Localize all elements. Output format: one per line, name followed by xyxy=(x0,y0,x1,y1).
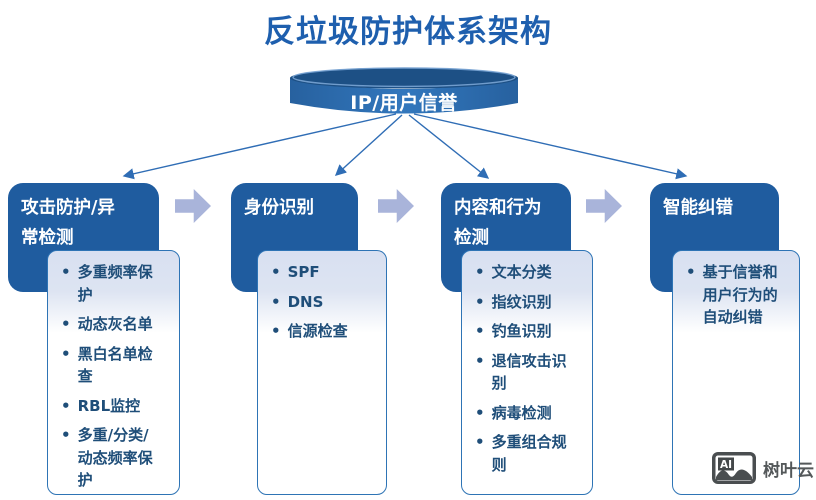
category-header: 智能纠错 xyxy=(663,198,733,218)
list-item-text: RBL监控 xyxy=(77,396,141,415)
list-item-text: 动态灰名单 xyxy=(77,315,153,333)
item-list: • SPF • DNS • 信源检查 xyxy=(271,261,378,343)
reputation-cylinder: IP/用户信誉 xyxy=(290,67,518,117)
list-item: • DNS xyxy=(271,291,378,314)
list-item: • 文本分类 xyxy=(475,261,584,284)
list-item: • 信源检查 xyxy=(271,320,378,343)
category-list-content-behavior-detection: • 文本分类 • 指纹识别 • 钓鱼识别 • 退信攻击识别 • 病毒检测 • 多重组合规则 xyxy=(461,250,593,495)
bullet-icon: • xyxy=(475,263,485,281)
connector-arrow-2 xyxy=(334,114,403,176)
bullet-icon: • xyxy=(271,292,281,311)
list-item-text: 指纹识别 xyxy=(491,292,552,311)
list-item-text: DNS xyxy=(287,292,324,311)
category-header: 内容和行为检测 xyxy=(454,198,542,249)
list-item-text: 文本分类 xyxy=(491,263,552,281)
bullet-icon: • xyxy=(271,322,281,340)
bullet-icon: • xyxy=(61,344,71,363)
cylinder-shape xyxy=(290,67,518,114)
bullet-icon: • xyxy=(61,263,71,281)
bullet-icon: • xyxy=(475,322,485,340)
connector-arrow-1 xyxy=(122,113,397,180)
list-item-text: SPF xyxy=(287,263,320,281)
list-item-text: 信源检查 xyxy=(287,322,348,340)
watermark-text: 树叶云 xyxy=(763,460,814,481)
list-item: • RBL监控 xyxy=(61,395,171,418)
list-item: • 基于信誉和用户行为的自动纠错 xyxy=(686,261,791,329)
list-item-text: 基于信誉和用户行为的自动纠错 xyxy=(702,263,778,326)
list-item: • 多重/分类/动态频率保护 xyxy=(61,424,171,492)
list-item-text: 多重组合规则 xyxy=(491,433,567,474)
list-item-text: 多重/分类/动态频率保护 xyxy=(77,426,153,489)
page-title: 反垃圾防护体系架构 xyxy=(264,14,552,50)
connector-arrow-4 xyxy=(413,113,688,180)
ai-image-logo-icon: AI xyxy=(712,452,756,484)
list-item-text: 退信攻击识别 xyxy=(491,351,567,393)
list-item: • 钓鱼识别 xyxy=(475,320,584,343)
bullet-icon: • xyxy=(271,263,281,281)
list-item: • 多重频率保护 xyxy=(61,261,171,306)
block-arrow-2 xyxy=(378,189,414,223)
item-list: • 文本分类 • 指纹识别 • 钓鱼识别 • 退信攻击识别 • 病毒检测 • 多重组合规则 xyxy=(475,261,584,476)
category-list-attack-protection: • 多重频率保护 • 动态灰名单 • 黑白名单检查 • RBL监控 • 多重/分类/动态频率保护 xyxy=(47,250,180,495)
list-item: • 病毒检测 xyxy=(475,402,584,425)
list-item: • 指纹识别 xyxy=(475,291,584,314)
category-header: 身份识别 xyxy=(244,198,314,218)
reputation-label: IP/用户信誉 xyxy=(350,92,458,114)
connector-arrow-3 xyxy=(408,114,490,179)
bullet-icon: • xyxy=(475,433,485,451)
block-arrow-1 xyxy=(175,189,211,223)
svg-text:AI: AI xyxy=(720,459,732,471)
bullet-icon: • xyxy=(475,292,485,311)
list-item: • SPF xyxy=(271,261,378,284)
bullet-icon: • xyxy=(475,351,485,370)
item-list: • 基于信誉和用户行为的自动纠错 xyxy=(686,261,791,329)
item-list: • 多重频率保护 • 动态灰名单 • 黑白名单检查 • RBL监控 • 多重/分类/动态频率保护 xyxy=(61,261,171,492)
list-item-text: 病毒检测 xyxy=(491,403,552,422)
bullet-icon: • xyxy=(61,315,71,333)
list-item-text: 黑白名单检查 xyxy=(77,344,153,386)
bullet-icon: • xyxy=(686,263,696,281)
list-item: • 退信攻击识别 xyxy=(475,350,584,395)
watermark: AI 树叶云 xyxy=(711,451,814,485)
list-item-text: 钓鱼识别 xyxy=(491,322,552,340)
bullet-icon: • xyxy=(475,403,485,422)
list-item: • 多重组合规则 xyxy=(475,431,584,476)
list-item: • 动态灰名单 xyxy=(61,313,171,336)
category-list-identity-recognition: • SPF • DNS • 信源检查 xyxy=(257,250,387,495)
list-item: • 黑白名单检查 xyxy=(61,343,171,388)
bullet-icon: • xyxy=(61,396,71,415)
bullet-icon: • xyxy=(61,426,71,444)
list-item-text: 多重频率保护 xyxy=(77,263,153,304)
category-header: 攻击防护/异常检测 xyxy=(21,198,115,249)
block-arrow-3 xyxy=(586,189,622,223)
